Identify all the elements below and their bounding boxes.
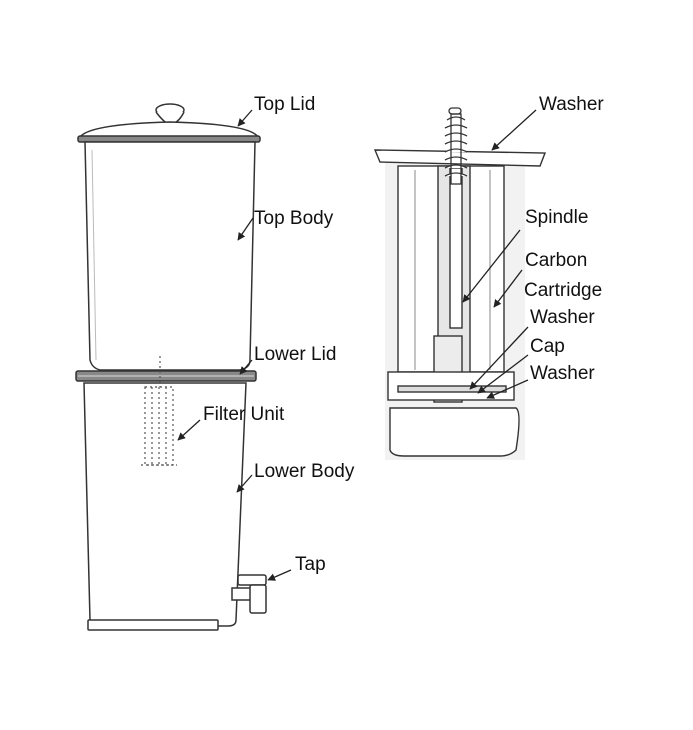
- leader-washer-top: [491, 109, 537, 151]
- label-washer-mid: Washer: [530, 307, 595, 328]
- leader-spindle: [462, 229, 521, 303]
- leader-carbon-cartridge: [493, 269, 523, 308]
- leader-top-lid: [237, 109, 253, 127]
- leader-lower-body: [236, 474, 253, 493]
- label-cartridge: Cartridge: [524, 280, 603, 301]
- label-carbon: Carbon: [525, 250, 588, 271]
- label-top-body: Top Body: [254, 208, 334, 229]
- leader-lower-lid: [239, 359, 253, 375]
- label-top-lid: Top Lid: [254, 94, 316, 115]
- label-lower-body: Lower Body: [254, 461, 355, 482]
- label-washer-top: Washer: [539, 94, 604, 115]
- label-lower-lid: Lower Lid: [254, 344, 337, 365]
- label-washer-bottom: Washer: [530, 363, 595, 384]
- top-lid: [77, 103, 261, 143]
- lower-body: [83, 382, 247, 631]
- right-leaders: [462, 109, 537, 399]
- label-spindle: Spindle: [525, 207, 589, 228]
- cartridge-assembly: [373, 149, 547, 460]
- leader-top-body: [237, 217, 254, 241]
- leader-cap: [477, 354, 529, 394]
- leader-washer-bottom: [486, 379, 529, 399]
- leader-tap: [267, 569, 292, 581]
- tap-shape: [231, 574, 267, 614]
- label-tap: Tap: [295, 554, 326, 575]
- filter-unit: [141, 356, 177, 466]
- spindle-thread: [444, 107, 468, 185]
- lower-lid: [75, 370, 257, 382]
- left-leaders: [177, 109, 292, 581]
- top-body: [84, 141, 256, 371]
- label-filter-unit: Filter Unit: [203, 404, 285, 425]
- leader-washer-mid: [469, 326, 529, 390]
- leader-filter-unit: [177, 419, 201, 441]
- label-cap: Cap: [530, 336, 565, 357]
